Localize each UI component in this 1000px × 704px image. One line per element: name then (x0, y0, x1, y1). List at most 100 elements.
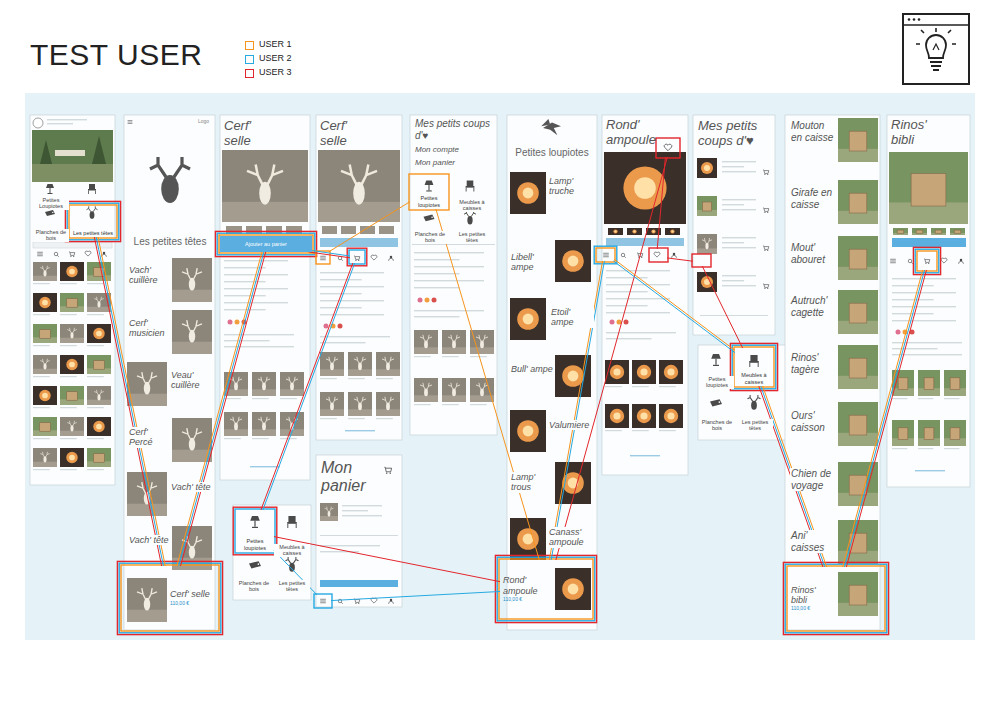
text-placeholder (892, 320, 956, 321)
screen-shape (348, 369, 372, 376)
node-text: Rond' ampoule (503, 575, 550, 596)
screen-art (43, 363, 46, 369)
product-photo (87, 448, 111, 467)
screen-art (288, 524, 296, 528)
screen-text: Ani' caisses (790, 530, 836, 553)
screen-text: Rinos' tagère (790, 352, 836, 375)
screen-art (144, 382, 150, 395)
screen-art (234, 383, 238, 391)
product-photo (33, 262, 57, 281)
screen-art (249, 561, 261, 568)
plank-icon (45, 210, 55, 216)
screen-shape (892, 448, 907, 449)
menu-icon (128, 121, 133, 124)
screen-shape (280, 389, 304, 396)
text-placeholder (342, 510, 368, 511)
screen-shape (87, 283, 104, 284)
screen-text: Mon panier (320, 459, 382, 496)
screen-art (42, 300, 48, 306)
screen-shape (127, 504, 167, 516)
screen-text: Vach' cuillère (128, 265, 172, 286)
user-highlight (347, 248, 367, 266)
product-photo (838, 520, 878, 564)
product-photo (320, 503, 338, 521)
product-photo (659, 404, 683, 428)
screen-shape (470, 404, 487, 405)
product-photo (838, 236, 878, 280)
screen-art (386, 403, 390, 411)
screen-art (150, 157, 190, 177)
screen-shape (40, 423, 51, 432)
screen-shape (33, 369, 57, 374)
screen-art (85, 251, 91, 256)
screen-art (466, 188, 474, 192)
screen-art (43, 270, 46, 276)
screen-text: Planches de bois (700, 419, 734, 432)
screen-art (425, 181, 434, 185)
text-placeholder (414, 310, 484, 311)
screen-art (69, 269, 75, 275)
screen-art (701, 276, 713, 288)
user-highlight (314, 594, 332, 608)
screen-shape (224, 429, 248, 436)
tapped-icon (650, 249, 667, 261)
screen-art (767, 250, 768, 251)
text-placeholder (722, 247, 756, 248)
screen-art (749, 361, 759, 363)
screen-art (640, 412, 647, 419)
screen-art (45, 210, 55, 216)
screen-shape (849, 249, 867, 269)
phone-screen (887, 115, 970, 487)
screen-shape (87, 314, 104, 315)
screen-art (189, 330, 195, 343)
screen-shape (33, 314, 50, 315)
screen-art (908, 18, 911, 21)
screen-shape (414, 404, 431, 405)
screen-shape (348, 418, 365, 419)
product-photo (318, 150, 400, 222)
text-placeholder (722, 204, 744, 205)
product-photo (632, 360, 656, 384)
screen-art (624, 256, 626, 258)
user-path (657, 157, 665, 249)
screen-art (960, 259, 963, 262)
screen-text: Les petites têtes (133, 236, 208, 248)
screen-art (918, 18, 921, 21)
tapped-icon (350, 251, 364, 263)
legend-swatch (245, 69, 254, 78)
screen-art (358, 403, 362, 411)
screen-text: Bull' ampe (510, 364, 554, 374)
text-placeholder (722, 237, 756, 238)
product-photo (931, 228, 946, 235)
product-photo (889, 152, 968, 224)
screen-shape (376, 418, 393, 419)
text-placeholder (606, 298, 670, 299)
screen-shape (442, 356, 459, 357)
user-path (98, 237, 165, 566)
product-photo (87, 417, 111, 436)
screen-shape (33, 345, 50, 346)
screen-art (358, 363, 362, 371)
text-placeholder (606, 312, 670, 313)
screen-art (330, 403, 334, 411)
banner-photo (32, 130, 113, 182)
product-photo (348, 392, 372, 416)
product-photo (414, 378, 438, 402)
text-placeholder (224, 346, 294, 347)
screen-shape (320, 418, 337, 419)
screen-art (603, 253, 609, 257)
screen-art (671, 230, 673, 232)
user-highlight (117, 561, 222, 634)
screen-shape (322, 226, 337, 234)
screen-art (89, 191, 96, 195)
screen-art (320, 599, 326, 603)
screen-shape (898, 428, 908, 440)
user-highlight (65, 201, 120, 241)
screen-art (610, 409, 624, 423)
screen-art (358, 603, 359, 604)
text-placeholder (320, 342, 366, 343)
user-highlight (499, 559, 593, 619)
tapped-icon (317, 252, 329, 263)
screen-shape (341, 226, 356, 234)
